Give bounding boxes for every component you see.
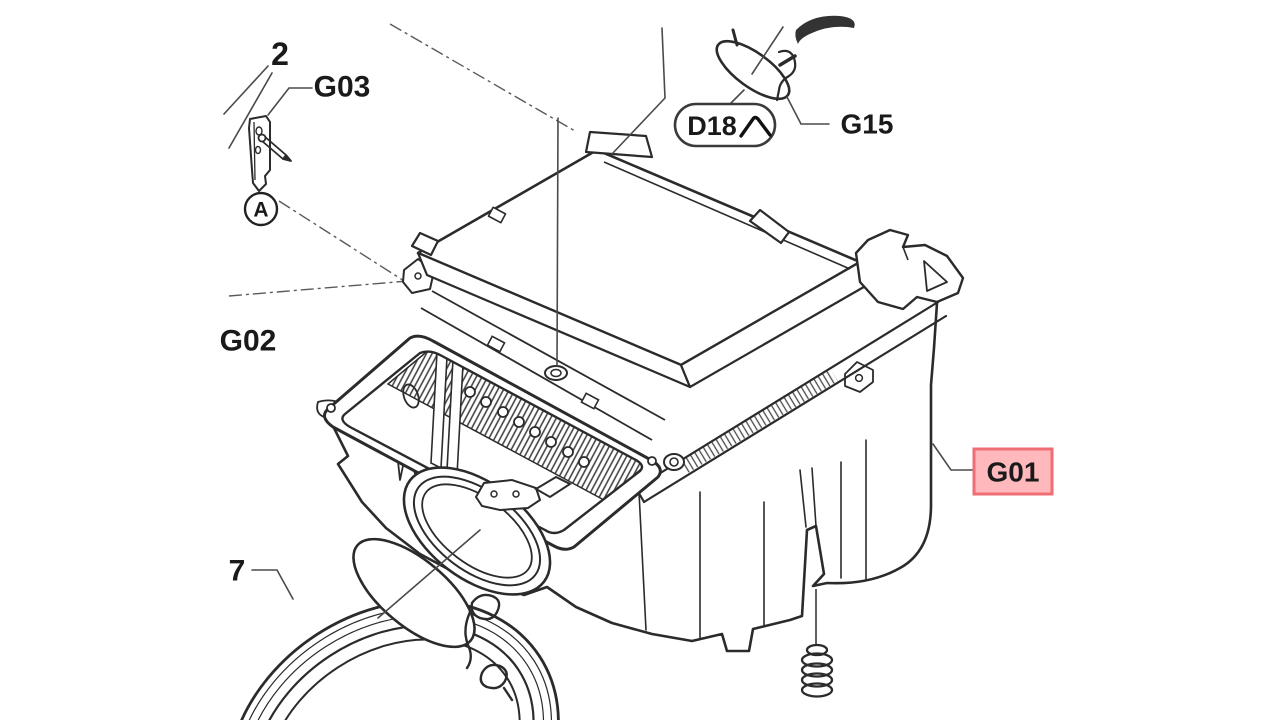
leader-line: [267, 87, 313, 116]
callout-g15: G15: [841, 109, 894, 140]
lid-clip: [410, 231, 440, 257]
callout-item-2: 2: [271, 36, 289, 72]
g01-highlight-box: [972, 447, 1054, 496]
callout-g03: G03: [314, 71, 371, 104]
rubber-mount-g15: [715, 28, 797, 101]
leader-line: [729, 89, 745, 105]
svg-text:G01: G01: [987, 457, 1040, 488]
leader-lines: [223, 26, 974, 619]
phantom-line: [228, 280, 409, 297]
air-cleaner-lid: [410, 130, 871, 389]
d18-pill: [673, 102, 777, 148]
leader-line: [786, 96, 830, 125]
rim-clip-detail: [580, 392, 600, 410]
intake-duct-opening: [402, 466, 573, 596]
phantom-lines: [228, 23, 576, 297]
leader-line: [251, 569, 294, 600]
housing-flange: [634, 300, 948, 504]
phantom-line: [278, 200, 413, 287]
callout-g01-highlight[interactable]: G01: [972, 447, 1054, 496]
duct-fragment: [775, 15, 855, 102]
leader-line: [228, 72, 273, 149]
leader-line: [932, 443, 974, 471]
bracket-pin: [257, 133, 292, 162]
rim-grommet: [544, 365, 568, 381]
svg-text:D18: D18: [687, 111, 737, 141]
callout-g02: G02: [220, 325, 277, 358]
spring: [800, 589, 834, 698]
hook-fragment: [775, 49, 797, 102]
housing-rear-bracket: [854, 228, 965, 311]
interior-loop: [402, 383, 420, 409]
housing-rim: [420, 290, 666, 441]
lid-latch-detail: [487, 206, 507, 224]
rim-clip-detail: [486, 335, 506, 353]
frame-boss: [647, 456, 657, 466]
mount-bracket-g03: [248, 115, 292, 192]
boss-row: [464, 386, 590, 468]
callouts: 2 G03 A G02 7 D18 G15 G01: [220, 36, 1054, 588]
svg-text:A: A: [253, 199, 268, 222]
leader-line: [377, 529, 481, 619]
leader-line: [751, 26, 784, 75]
lid-clip: [748, 208, 791, 245]
mount-boss: [844, 361, 874, 393]
callout-d18-link[interactable]: D18: [673, 102, 777, 148]
lid-clip: [584, 130, 654, 159]
callout-view-a: A: [243, 191, 279, 227]
flange-grommet: [663, 453, 685, 471]
strap-clips: [464, 593, 514, 702]
phantom-line: [389, 23, 576, 132]
view-a-circle: [243, 191, 279, 227]
leader-line: [223, 65, 269, 115]
hiragana-he-glyph: [739, 115, 772, 138]
leader-line: [556, 117, 559, 367]
frame-boss: [326, 403, 336, 413]
clamp-arm: [534, 475, 573, 499]
callout-item-7: 7: [229, 555, 246, 588]
duct-clamp: [474, 478, 542, 512]
leader-line: [611, 27, 666, 155]
